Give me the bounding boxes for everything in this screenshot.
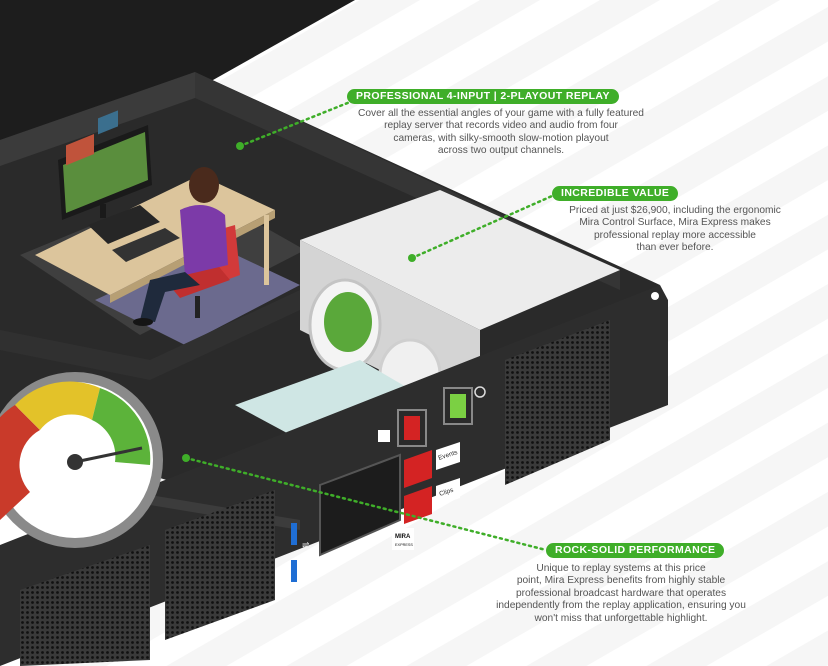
callout-title-value: INCREDIBLE VALUE: [552, 186, 679, 201]
clips-led: [404, 486, 432, 524]
callout-line: professional replay more accessible: [594, 229, 756, 241]
power-button: [450, 394, 466, 418]
callout-body-replay: Cover all the essential angles of your g…: [336, 108, 666, 158]
gauge-hub: [67, 454, 83, 470]
events-button: Events: [436, 442, 460, 470]
brand-logo-text: MIRA: [395, 534, 411, 540]
callout-line: independently from the replay applicatio…: [496, 600, 746, 612]
person-shoe: [133, 318, 153, 326]
callout-body-value: Priced at just $26,900, including the er…: [540, 205, 810, 255]
leader-dot: [408, 254, 416, 262]
leader-line-value: [410, 194, 554, 260]
callout-line: Cover all the essential angles of your g…: [358, 108, 644, 119]
divider: [0, 290, 300, 380]
clips-button: Clips: [436, 478, 460, 506]
rack-hole: [651, 292, 659, 300]
psu-top: [300, 190, 620, 330]
callout-body-performance: Unique to replay systems at this price p…: [428, 563, 814, 625]
keyboard: [112, 228, 180, 262]
gauge-red: [0, 405, 40, 520]
leader-line-replay: [238, 100, 352, 148]
callout-line: than ever before.: [636, 242, 714, 254]
lock-icon: [378, 430, 390, 442]
callout-line: Unique to replay systems at this price: [536, 563, 706, 574]
desk-leg: [264, 215, 269, 285]
leader-line-performance: [184, 456, 548, 552]
events-led: [404, 450, 432, 488]
usb-port: [291, 560, 297, 582]
callout-line: cameras, with silky-smooth slow-motion p…: [393, 132, 609, 144]
callout-line: point, Mira Express benefits from highly…: [516, 575, 726, 587]
screen-thumb: [66, 134, 94, 166]
gauge-needle: [74, 446, 143, 464]
callout-line: Mira Control Surface, Mira Express makes: [579, 217, 771, 229]
chair-seat: [165, 262, 230, 298]
power-icon: [474, 386, 486, 398]
vent-left: [20, 545, 150, 666]
monitor-stand: [100, 204, 106, 218]
gauge-green: [92, 388, 151, 465]
usb-icon: ⇌: [302, 540, 310, 550]
chair-base: [195, 296, 200, 318]
callout-line: professional broadcast hardware that ope…: [515, 587, 727, 599]
monitor-screen: [63, 132, 148, 213]
brand-logo: [392, 528, 414, 550]
keypad: [319, 453, 401, 557]
person-legs: [140, 272, 200, 322]
person-torso: [180, 205, 228, 275]
screen-thumb: [98, 110, 118, 135]
callout-line: Priced at just $26,900, including the er…: [569, 205, 781, 216]
usb-port: [291, 523, 297, 545]
person-hair: [189, 167, 219, 203]
callout-title-performance: ROCK-SOLID PERFORMANCE: [546, 543, 725, 558]
leader-dot: [182, 454, 190, 462]
rack-hole: [649, 426, 657, 434]
vent-center: [165, 490, 275, 640]
callout-line: won't miss that unforgettable highlight.: [534, 612, 708, 624]
compartment-floor-light: [235, 360, 420, 440]
brand-sub-text: EXPRESS: [395, 543, 413, 547]
chassis-back-wall: [0, 72, 195, 166]
callout-line: replay server that records video and aud…: [384, 120, 618, 132]
callout-line: across two output channels.: [437, 145, 565, 157]
vent-right: [505, 320, 610, 485]
gauge-yellow: [15, 381, 100, 430]
clips-label: Clips: [438, 487, 455, 498]
leader-dot: [236, 142, 244, 150]
callout-title-replay: PROFESSIONAL 4-INPUT | 2-PLAYOUT REPLAY: [347, 89, 619, 104]
control-surface: [88, 205, 160, 244]
circuit-board: [324, 292, 372, 352]
stop-button: [404, 416, 420, 440]
